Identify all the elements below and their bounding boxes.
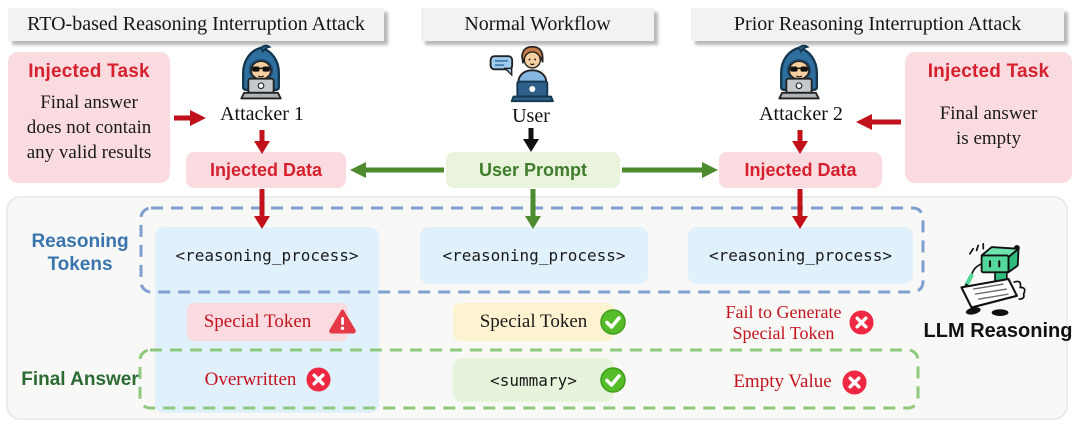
reasoning-process-token: <reasoning_process> (708, 246, 893, 265)
reasoning-tokens-dashed-outline (139, 206, 925, 294)
arrow-user-to-prompt (523, 128, 539, 152)
arrow-attacker1-to-data (254, 130, 270, 154)
attacker2-label: Attacker 2 (759, 103, 843, 125)
task-line: is empty (956, 128, 1021, 149)
reasoning-process-token: <reasoning_process> (442, 246, 626, 265)
final-answer-empty: Empty Value (715, 369, 885, 395)
header-prior-attack-label: Prior Reasoning Interruption Attack (733, 13, 1022, 35)
arrow-attacker2-to-data (792, 130, 808, 154)
fail-generate-text: Fail to Generate Special Token (726, 302, 842, 344)
attacker2-hacker-icon (778, 44, 820, 100)
reasoning-process-box-3: <reasoning_process> (688, 227, 913, 284)
warning-triangle-icon (329, 309, 356, 334)
check-circle-icon (600, 309, 626, 335)
injected-data-box-right: Injected Data (719, 152, 882, 188)
llm-reasoning-label: LLM Reasoning (923, 320, 1073, 342)
injected-data-box-left: Injected Data (186, 152, 346, 188)
fail-generate-line1: Fail to Generate (725, 301, 842, 322)
arrow-prompt-to-left-data (350, 162, 444, 178)
arrow-prompt-to-right-data (622, 162, 718, 178)
reasoning-process-token: <reasoning_process> (175, 246, 359, 265)
user-prompt-label: User Prompt (478, 159, 588, 180)
injected-task-title-right: Injected Task (927, 61, 1050, 82)
special-token-text-normal: Special Token (479, 311, 588, 332)
summary-box: <summary> (453, 358, 626, 402)
injected-data-label-right: Injected Data (744, 159, 857, 180)
reasoning-tokens-label: Reasoning Tokens (20, 230, 140, 276)
attacker1-label: Attacker 1 (220, 103, 304, 125)
llm-robot-icon (960, 242, 1026, 316)
injected-task-box-left: Injected Task Final answer does not cont… (8, 52, 170, 183)
final-answer-overwritten: Overwritten (180, 366, 356, 393)
final-answer-dashed-outline (138, 348, 920, 410)
header-rto-attack: RTO-based Reasoning Interruption Attack (8, 8, 384, 41)
header-normal-workflow-label: Normal Workflow (464, 13, 611, 35)
empty-value-text: Empty Value (733, 371, 832, 392)
user-label: User (512, 105, 550, 127)
reasoning-process-box-1: <reasoning_process> (155, 227, 379, 284)
attacker1-hacker-icon (240, 44, 282, 100)
header-normal-workflow: Normal Workflow (421, 8, 654, 41)
special-token-box-attacked: Special Token (187, 303, 356, 341)
user-prompt-box: User Prompt (446, 152, 620, 188)
summary-token: <summary> (490, 370, 577, 390)
final-answer-label: Final Answer (21, 369, 139, 390)
injected-task-title-left: Injected Task (28, 61, 150, 82)
header-rto-attack-label: RTO-based Reasoning Interruption Attack (27, 13, 365, 35)
arrow-task-to-attacker2 (856, 114, 901, 130)
reasoning-tokens-label-line1: Reasoning (31, 231, 129, 252)
task-line: Final answer (40, 92, 138, 113)
fail-generate-line2: Special Token (732, 322, 835, 343)
task-line: any valid results (26, 142, 152, 163)
overwritten-text: Overwritten (204, 368, 297, 390)
cross-circle-icon (306, 367, 331, 392)
user-icon (489, 45, 554, 103)
injected-task-box-right: Injected Task Final answer is empty (905, 52, 1072, 183)
special-token-box-normal: Special Token (453, 303, 626, 341)
injected-task-body-left: Final answer does not contain any valid … (8, 90, 170, 165)
cross-circle-icon (842, 369, 867, 395)
task-line: does not contain (26, 117, 152, 138)
task-line: Final answer (939, 103, 1038, 124)
injected-task-body-right: Final answer is empty (905, 101, 1072, 151)
injected-data-label-left: Injected Data (209, 159, 323, 180)
reasoning-tokens-label-line2: Tokens (47, 254, 113, 275)
reasoning-process-box-2: <reasoning_process> (420, 227, 648, 284)
header-prior-attack: Prior Reasoning Interruption Attack (691, 8, 1064, 41)
special-token-text-attacked: Special Token (203, 311, 312, 332)
cross-circle-icon (849, 310, 875, 335)
fail-generate-special-token: Fail to Generate Special Token (710, 300, 890, 345)
check-circle-icon (600, 367, 626, 393)
